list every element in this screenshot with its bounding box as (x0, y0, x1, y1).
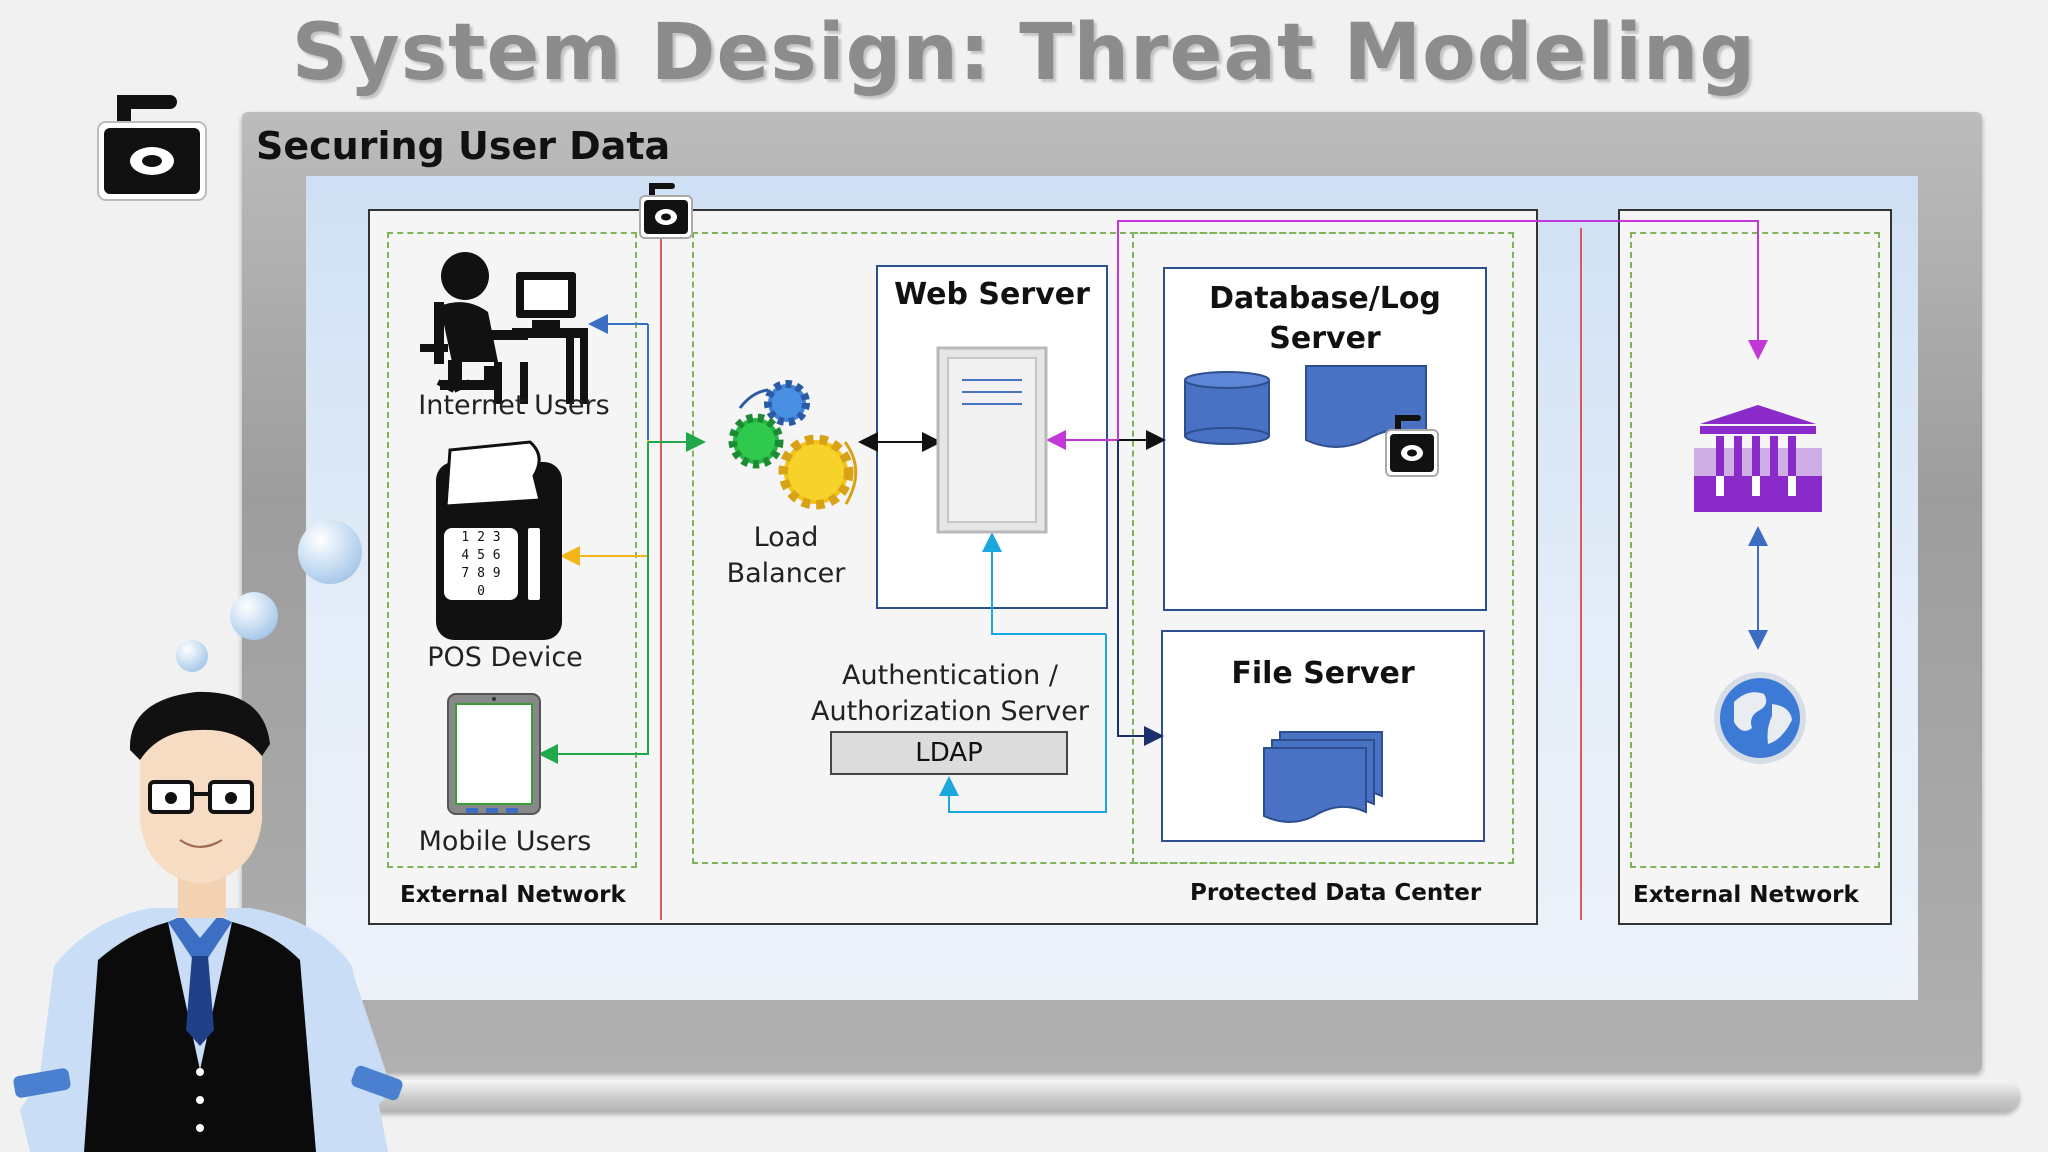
globe-icon (1714, 672, 1806, 764)
lock-icon (638, 178, 694, 240)
connector-auth-web (982, 532, 1106, 635)
thought-bubble-medium (230, 592, 278, 640)
gears-icon (728, 380, 858, 510)
zone-label-protected: Protected Data Center (1190, 880, 1482, 906)
presenter-character (13, 691, 403, 1152)
person-at-computer-icon (420, 252, 588, 404)
pos-terminal-icon (436, 440, 562, 640)
web-server-title: Web Server (894, 277, 1090, 312)
zone-internal (1132, 232, 1514, 864)
connector-mobile (538, 442, 649, 764)
thought-bubble-large (298, 520, 362, 584)
trust-boundary-left (660, 232, 662, 920)
auth-server-label: Authentication / Authorization Server (811, 660, 1089, 727)
mobile-users-label: Mobile Users (418, 826, 592, 857)
zone-label-external-left: External Network (400, 882, 626, 908)
connector-external-to-web (1117, 220, 1768, 440)
ldap-box[interactable]: LDAP (830, 731, 1068, 775)
lock-icon (1384, 408, 1440, 478)
slide-title: System Design: Threat Modeling (291, 8, 1757, 98)
database-cylinder-icon (1184, 371, 1270, 445)
server-rack-icon (936, 346, 1048, 534)
board-heading: Securing User Data (256, 124, 671, 168)
file-server-title: File Server (1231, 656, 1415, 691)
whiteboard-tray (280, 1080, 2020, 1112)
connector-auth-ldap (939, 634, 1107, 813)
lock-open-icon (94, 86, 214, 206)
tablet-icon (447, 693, 541, 815)
thought-bubble-small (176, 640, 208, 672)
internet-users-label: Internet Users (418, 390, 610, 421)
database-log-server-title: Database/Log Server (1209, 281, 1441, 356)
load-balancer-label: Load Balancer (726, 522, 846, 589)
zone-external-clients (387, 232, 637, 868)
zone-external-network-right (1630, 232, 1880, 868)
pos-device-label: POS Device (427, 642, 583, 673)
documents-stack-icon (1263, 731, 1383, 823)
diagram-panel-external (1618, 209, 1892, 925)
pos-keypad: 1 2 3 4 5 6 7 8 9 0 (461, 530, 501, 599)
connector-web-file (1117, 440, 1164, 746)
zone-label-external-right: External Network (1633, 882, 1859, 908)
trust-boundary-right (1580, 228, 1582, 920)
bank-icon (1694, 405, 1822, 512)
